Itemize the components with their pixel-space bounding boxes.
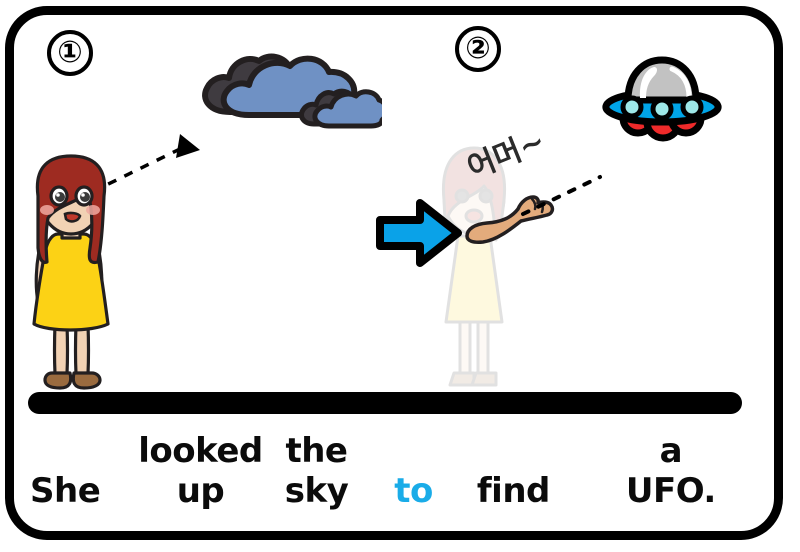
gaze-line-girl-to-sky <box>88 130 208 205</box>
word-ufo: UFO. <box>625 471 716 511</box>
gaze-line-hand-to-ufo <box>520 172 610 227</box>
ground-bar <box>28 392 742 414</box>
pointing-arm <box>463 188 559 253</box>
word-slot-a-ufo: a UFO. <box>626 434 716 508</box>
word-to: to <box>394 471 433 511</box>
step-number-1: ① <box>47 30 93 76</box>
word-slot-find: find <box>476 468 551 511</box>
blue-right-arrow <box>376 198 462 273</box>
word-looked: looked <box>138 431 263 471</box>
word-slot-she: She <box>30 468 101 511</box>
sentence-row: She looked up the sky to find a UFO. <box>30 428 760 508</box>
word-a: a <box>659 431 683 471</box>
word-sky: sky <box>284 471 349 511</box>
word-slot-to: to <box>394 468 433 508</box>
cloud-small <box>297 84 389 135</box>
word-the: the <box>285 431 348 471</box>
girl-standing <box>14 152 126 405</box>
ufo <box>600 48 725 153</box>
word-find: find <box>476 471 551 511</box>
step-number-2: ② <box>455 26 501 72</box>
word-slot-looked-up: looked up <box>138 431 263 511</box>
word-slot-the-sky: the sky <box>285 434 349 508</box>
word-up: up <box>176 471 225 511</box>
word-she: She <box>30 471 101 511</box>
girl-pointing-faded <box>424 140 524 395</box>
